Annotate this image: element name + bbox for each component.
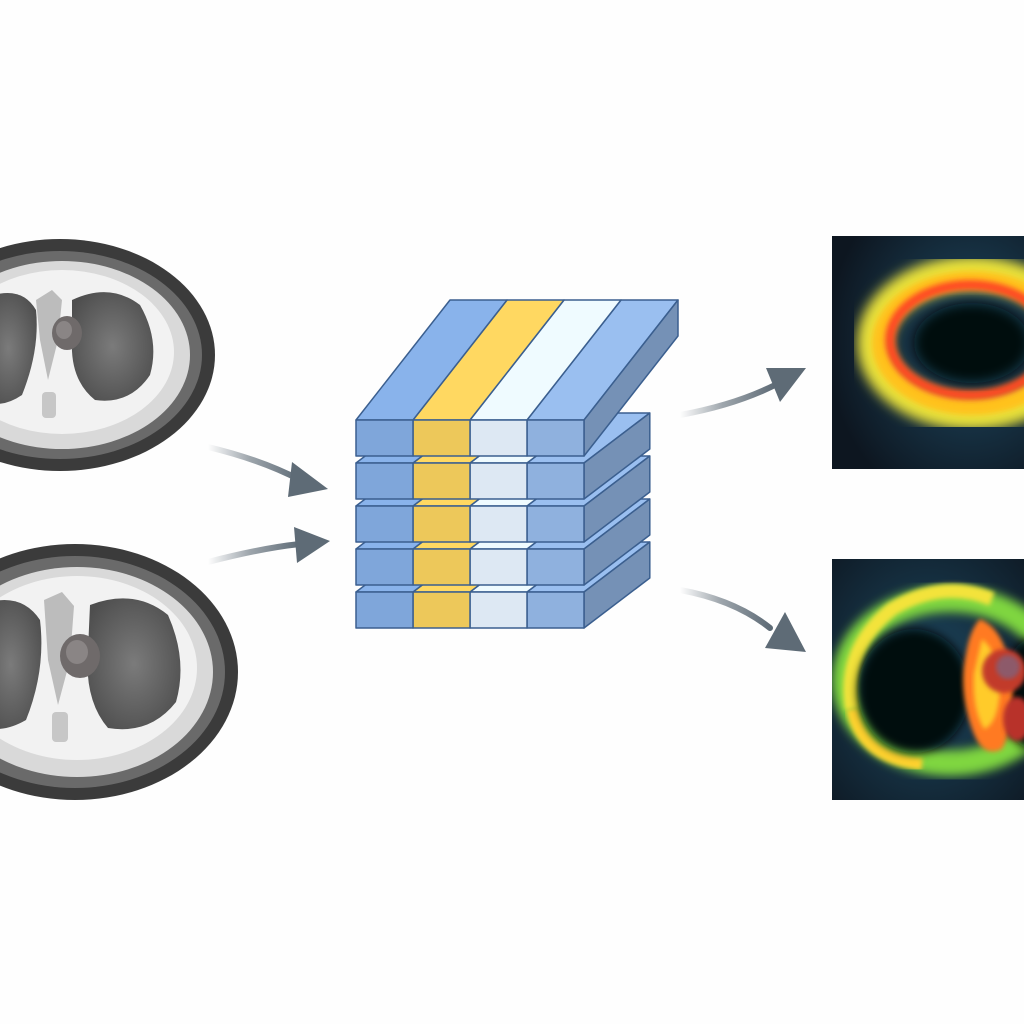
- slab-front-face: [469, 548, 528, 586]
- slab-front-face: [412, 591, 471, 629]
- slab-front-face: [412, 419, 471, 457]
- slab-front-face: [355, 462, 414, 500]
- slab-front-face: [469, 505, 528, 543]
- slab-front-face: [412, 505, 471, 543]
- heatmap-icon: [832, 236, 1024, 469]
- slab-front-face: [355, 548, 414, 586]
- slab-front-face: [526, 505, 585, 543]
- slab-front-face: [469, 419, 528, 457]
- slab-front-face: [355, 505, 414, 543]
- slab-front-face: [412, 548, 471, 586]
- heatmap-output-thorax: [832, 559, 1024, 800]
- stack-layer-5: [355, 299, 679, 457]
- slab-front-face: [469, 462, 528, 500]
- slab-front-face: [526, 591, 585, 629]
- slab-front-face: [355, 591, 414, 629]
- heatmap-output-ring: [832, 236, 1024, 469]
- slab-front-face: [355, 419, 414, 457]
- slab-front-face: [412, 462, 471, 500]
- heatmap-icon: [832, 559, 1024, 800]
- model-block-stack: [355, 299, 679, 629]
- arrow-input-upper: [205, 444, 328, 497]
- arrow-input-lower: [205, 527, 330, 565]
- ct-scan-upper: [0, 239, 215, 471]
- slab-front-face: [526, 548, 585, 586]
- slab-front-face: [469, 591, 528, 629]
- arrow-output-upper: [677, 368, 806, 418]
- arrow-output-lower: [677, 587, 806, 652]
- ct-scan-lower: [0, 544, 238, 800]
- slab-front-face: [526, 419, 585, 457]
- slab-front-face: [526, 462, 585, 500]
